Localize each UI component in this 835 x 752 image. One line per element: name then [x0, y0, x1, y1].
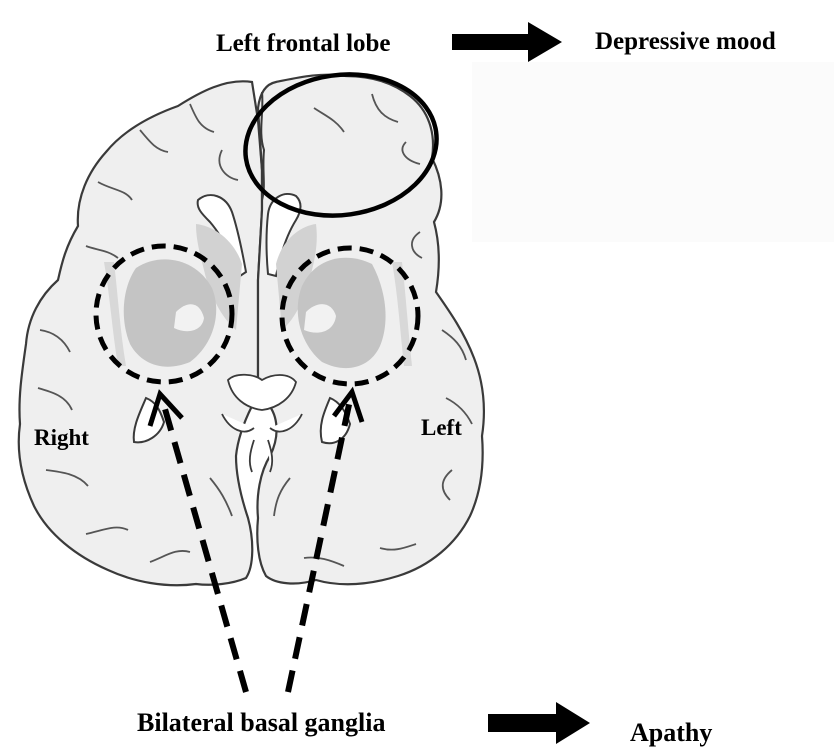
- left-frontal-lobe-label: Left frontal lobe: [216, 30, 391, 58]
- bilateral-basal-ganglia-label: Bilateral basal ganglia: [137, 708, 385, 738]
- arrow-to-depressive-mood: [452, 22, 562, 62]
- left-side-label: Left: [421, 415, 462, 441]
- background-patch: [472, 62, 834, 242]
- brain-section: [19, 75, 484, 586]
- apathy-label: Apathy: [630, 718, 712, 748]
- depressive-mood-label: Depressive mood: [595, 28, 776, 56]
- right-side-label: Right: [34, 425, 89, 451]
- arrow-to-apathy: [488, 702, 590, 744]
